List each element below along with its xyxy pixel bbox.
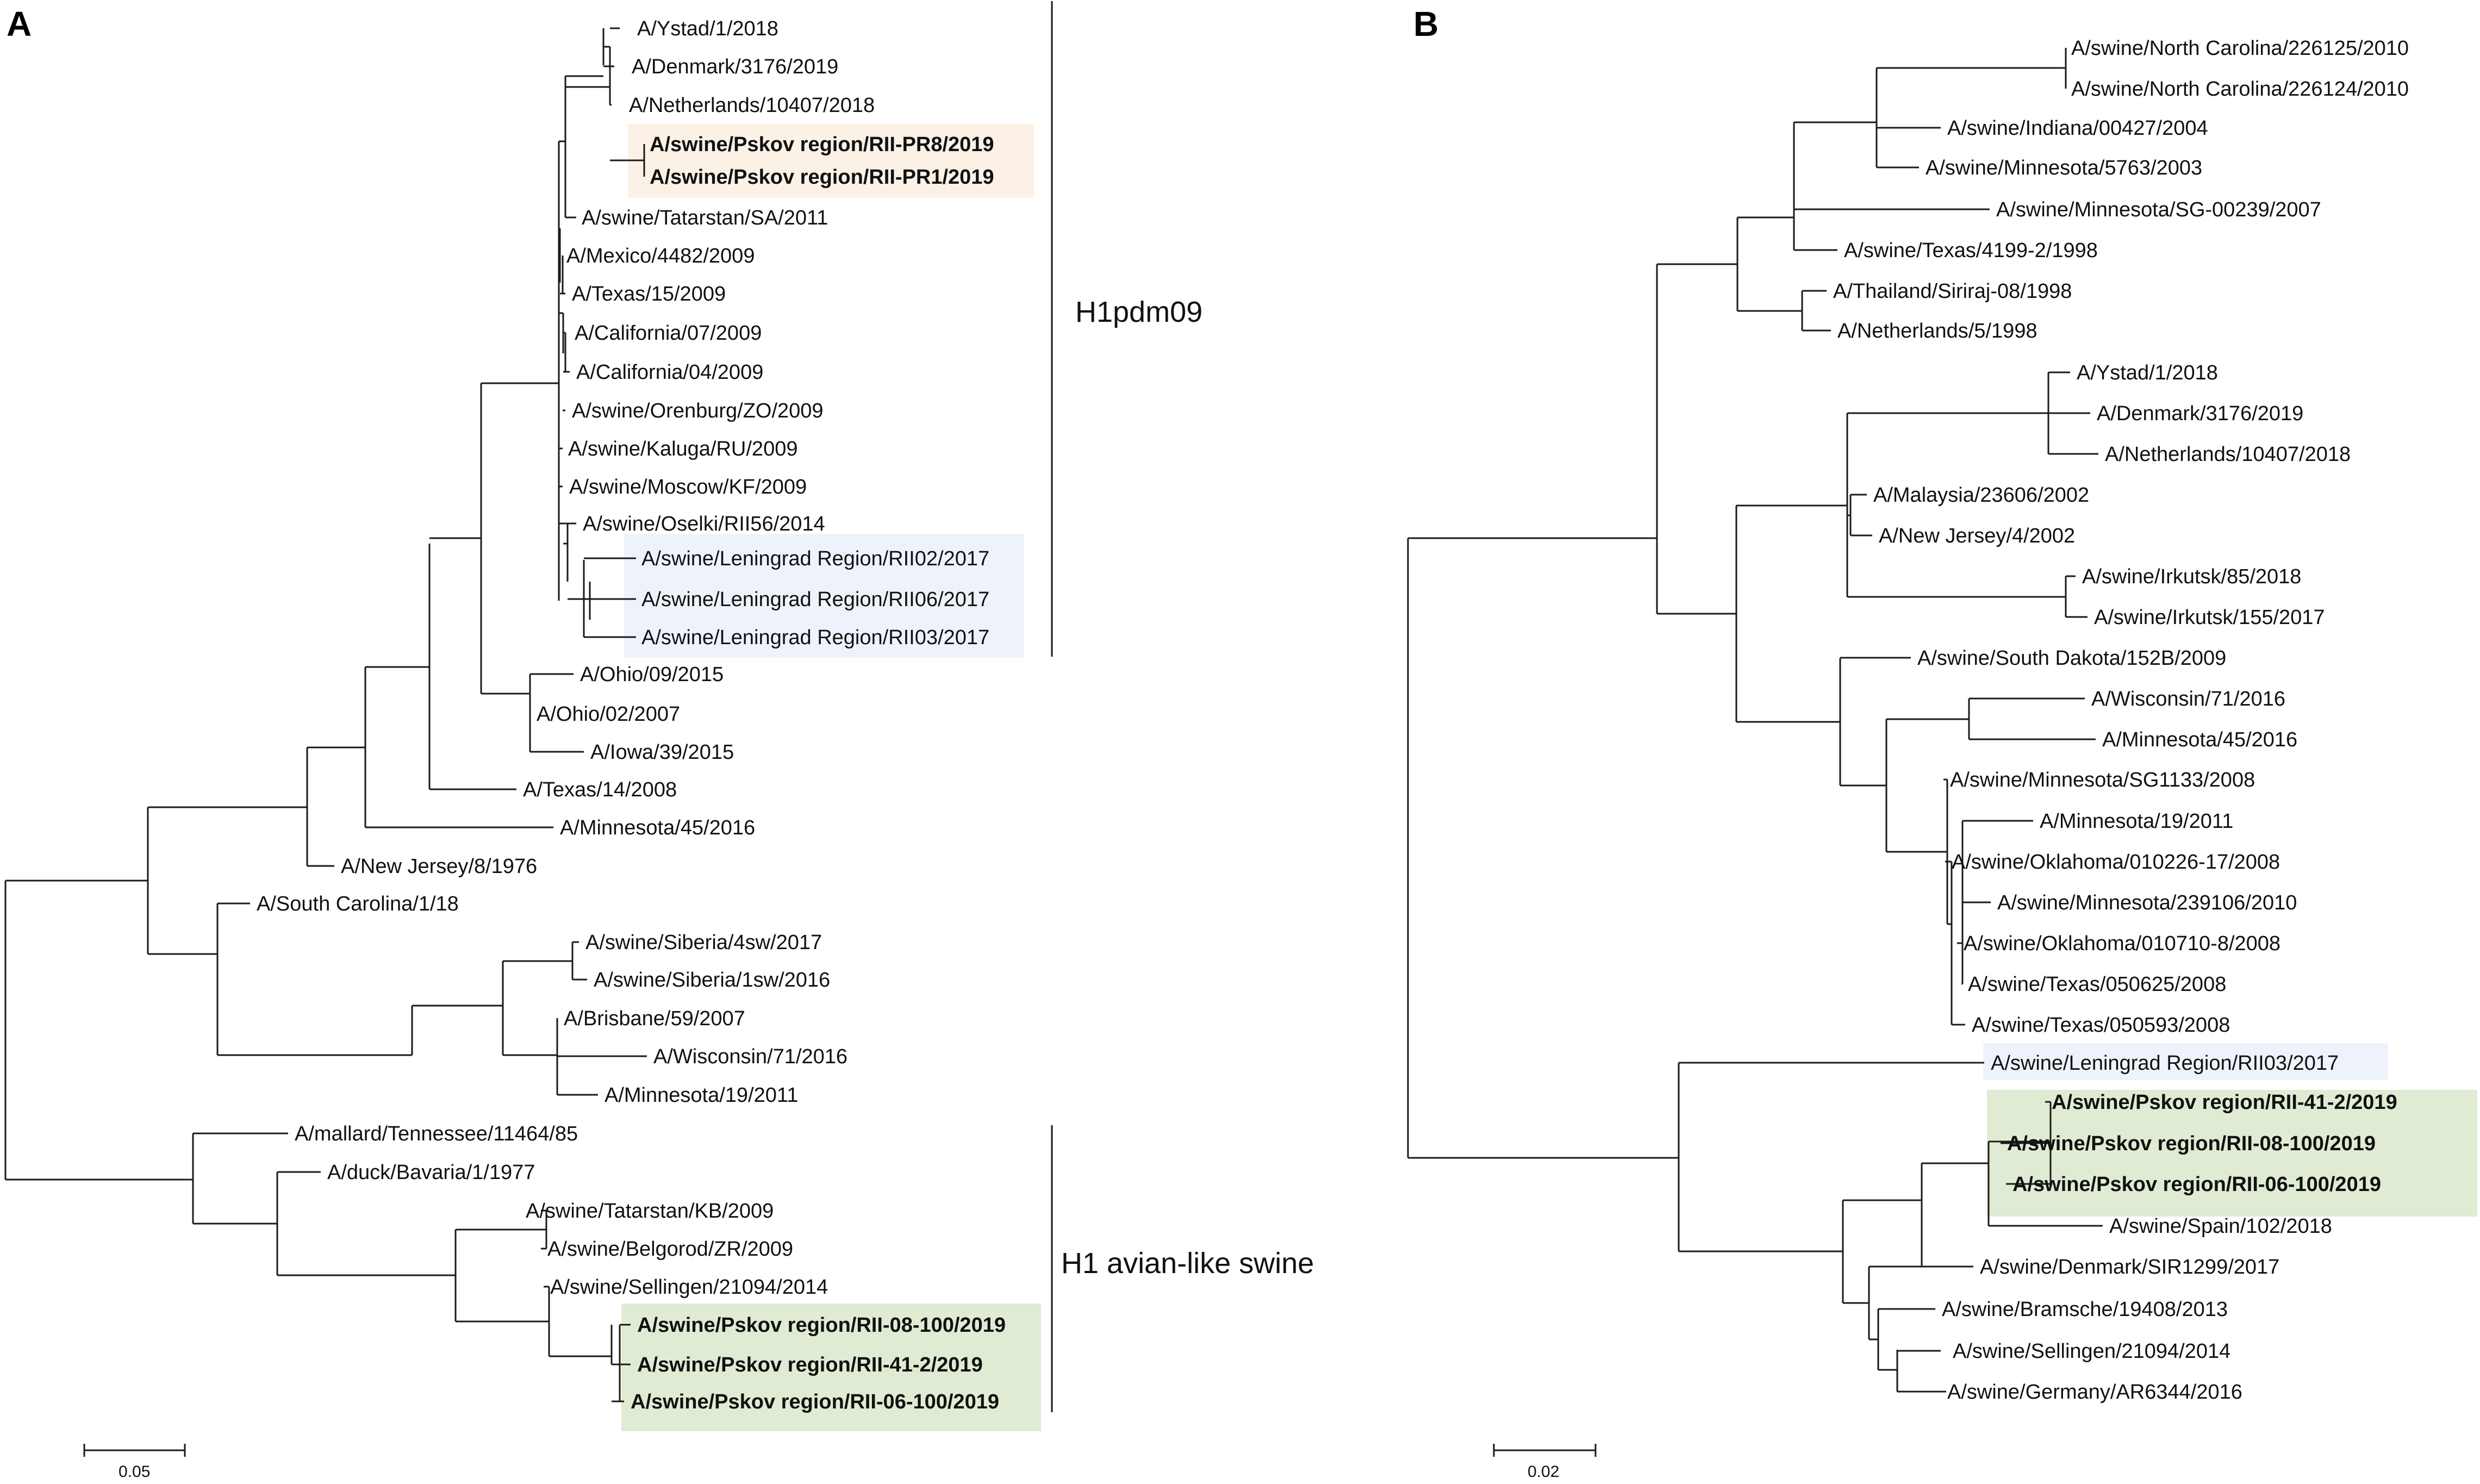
leaf-label-0-1: A/Denmark/3176/2019 bbox=[632, 55, 838, 78]
leaf-label-1-16: A/Wisconsin/71/2016 bbox=[2091, 688, 2285, 710]
leaf-label-0-22: A/New Jersey/8/1976 bbox=[341, 855, 537, 878]
leaf-label-0-11: A/swine/Kaluga/RU/2009 bbox=[568, 438, 797, 460]
leaf-label-1-29: A/swine/Spain/102/2018 bbox=[2109, 1215, 2332, 1238]
leaf-label-1-0: A/swine/North Carolina/226125/2010 bbox=[2071, 37, 2409, 60]
leaf-label-0-26: A/Brisbane/59/2007 bbox=[564, 1007, 745, 1030]
panel-letter-b: B bbox=[1413, 4, 1438, 43]
leaf-label-0-13: A/swine/Oselki/RII56/2014 bbox=[583, 513, 825, 535]
leaf-label-1-25: A/swine/Leningrad Region/RII03/2017 bbox=[1991, 1052, 2339, 1075]
leaf-label-0-29: A/mallard/Tennessee/11464/85 bbox=[295, 1123, 578, 1145]
leaf-label-0-14: A/swine/Leningrad Region/RII02/2017 bbox=[641, 547, 989, 570]
leaf-label-0-12: A/swine/Moscow/KF/2009 bbox=[569, 476, 807, 498]
clade-label-h1pdm09: H1pdm09 bbox=[1075, 296, 1202, 328]
leaf-label-0-4: A/swine/Pskov region/RII-PR1/2019 bbox=[650, 166, 994, 189]
tree-a-branches bbox=[4, 27, 647, 1402]
leaf-label-1-31: A/swine/Bramsche/19408/2013 bbox=[1942, 1298, 2228, 1321]
leaf-label-0-33: A/swine/Sellingen/21094/2014 bbox=[550, 1276, 828, 1299]
leaf-label-0-23: A/South Carolina/1/18 bbox=[257, 893, 459, 915]
leaf-label-0-7: A/Texas/15/2009 bbox=[572, 283, 726, 305]
leaf-label-0-3: A/swine/Pskov region/RII-PR8/2019 bbox=[650, 133, 994, 156]
leaf-label-1-7: A/Netherlands/5/1998 bbox=[1837, 320, 2037, 342]
leaf-label-1-10: A/Netherlands/10407/2018 bbox=[2105, 443, 2351, 466]
leaf-label-1-1: A/swine/North Carolina/226124/2010 bbox=[2071, 78, 2409, 101]
scale-label-a: 0.05 bbox=[119, 1463, 150, 1481]
leaf-label-0-21: A/Minnesota/45/2016 bbox=[560, 816, 755, 839]
tree-b-leaves: A/swine/North Carolina/226125/2010A/swin… bbox=[1833, 37, 2409, 1404]
leaf-label-1-26: A/swine/Pskov region/RII-41-2/2019 bbox=[2052, 1091, 2397, 1114]
leaf-label-1-13: A/swine/Irkutsk/85/2018 bbox=[2082, 565, 2301, 588]
panel-letter-a: A bbox=[7, 4, 32, 43]
leaf-label-0-31: A/swine/Tatarstan/KB/2009 bbox=[526, 1200, 774, 1223]
tree-a-leaves: A/Ystad/1/2018A/Denmark/3176/2019A/Nethe… bbox=[257, 17, 1006, 1413]
scale-bar-a: 0.05 bbox=[83, 1444, 186, 1481]
tree-b-branches bbox=[1407, 48, 2103, 1393]
leaf-label-0-19: A/Iowa/39/2015 bbox=[590, 741, 734, 764]
leaf-label-1-2: A/swine/Indiana/00427/2004 bbox=[1947, 117, 2208, 140]
leaf-label-0-28: A/Minnesota/19/2011 bbox=[605, 1084, 798, 1107]
highlight-box-a-blue bbox=[624, 534, 1024, 658]
leaf-label-0-32: A/swine/Belgorod/ZR/2009 bbox=[547, 1238, 793, 1261]
leaf-label-1-23: A/swine/Texas/050625/2008 bbox=[1968, 973, 2226, 996]
scale-label-b: 0.02 bbox=[1528, 1463, 1559, 1481]
leaf-label-1-9: A/Denmark/3176/2019 bbox=[2097, 402, 2303, 425]
scale-bar-b: 0.02 bbox=[1493, 1444, 1597, 1481]
leaf-label-1-20: A/swine/Oklahoma/010226-17/2008 bbox=[1952, 851, 2280, 874]
leaf-label-1-27: A/swine/Pskov region/RII-08-100/2019 bbox=[2007, 1132, 2376, 1155]
leaf-label-1-28: A/swine/Pskov region/RII-06-100/2019 bbox=[2012, 1173, 2381, 1196]
leaf-label-1-4: A/swine/Minnesota/SG-00239/2007 bbox=[1996, 198, 2321, 221]
leaf-label-1-19: A/Minnesota/19/2011 bbox=[2040, 810, 2233, 833]
leaf-label-0-10: A/swine/Orenburg/ZO/2009 bbox=[572, 400, 824, 422]
leaf-label-1-15: A/swine/South Dakota/152B/2009 bbox=[1917, 647, 2226, 670]
leaf-label-0-18: A/Ohio/02/2007 bbox=[537, 703, 680, 726]
leaf-label-0-2: A/Netherlands/10407/2018 bbox=[629, 94, 875, 117]
leaf-label-1-21: A/swine/Minnesota/239106/2010 bbox=[1997, 891, 2297, 914]
leaf-label-0-9: A/California/04/2009 bbox=[576, 361, 763, 384]
leaf-label-1-33: A/swine/Germany/AR6344/2016 bbox=[1947, 1381, 2242, 1404]
highlight-box-a-tan bbox=[628, 124, 1034, 198]
leaf-label-0-15: A/swine/Leningrad Region/RII06/2017 bbox=[641, 588, 989, 611]
leaf-label-0-27: A/Wisconsin/71/2016 bbox=[653, 1045, 848, 1068]
leaf-label-0-17: A/Ohio/09/2015 bbox=[580, 663, 724, 686]
leaf-label-1-14: A/swine/Irkutsk/155/2017 bbox=[2094, 606, 2325, 629]
leaf-label-1-17: A/Minnesota/45/2016 bbox=[2102, 728, 2297, 751]
leaf-label-1-18: A/swine/Minnesota/SG1133/2008 bbox=[1950, 769, 2255, 791]
clade-label-h1-avian-like: H1 avian-like swine bbox=[1061, 1247, 1314, 1280]
leaf-label-1-3: A/swine/Minnesota/5763/2003 bbox=[1926, 157, 2202, 179]
leaf-label-0-34: A/swine/Pskov region/RII-08-100/2019 bbox=[637, 1314, 1006, 1337]
leaf-label-0-24: A/swine/Siberia/4sw/2017 bbox=[585, 931, 822, 954]
leaf-label-1-30: A/swine/Denmark/SIR1299/2017 bbox=[1980, 1256, 2279, 1279]
highlight-box-a-green bbox=[621, 1304, 1041, 1431]
leaf-label-0-20: A/Texas/14/2008 bbox=[523, 778, 677, 801]
leaf-label-0-8: A/California/07/2009 bbox=[575, 322, 762, 345]
leaf-label-1-11: A/Malaysia/23606/2002 bbox=[1873, 484, 2089, 507]
leaf-label-0-5: A/swine/Tatarstan/SA/2011 bbox=[582, 207, 828, 229]
leaf-label-0-30: A/duck/Bavaria/1/1977 bbox=[327, 1161, 535, 1184]
leaf-label-0-6: A/Mexico/4482/2009 bbox=[566, 245, 755, 267]
leaf-label-0-16: A/swine/Leningrad Region/RII03/2017 bbox=[641, 626, 989, 649]
leaf-label-0-36: A/swine/Pskov region/RII-06-100/2019 bbox=[631, 1391, 999, 1413]
leaf-label-1-22: A/swine/Oklahoma/010710-8/2008 bbox=[1964, 932, 2280, 955]
leaf-label-0-25: A/swine/Siberia/1sw/2016 bbox=[594, 969, 830, 992]
leaf-label-0-0: A/Ystad/1/2018 bbox=[637, 17, 778, 40]
leaf-label-1-8: A/Ystad/1/2018 bbox=[2077, 361, 2218, 384]
leaf-label-1-12: A/New Jersey/4/2002 bbox=[1879, 525, 2075, 547]
leaf-label-1-32: A/swine/Sellingen/21094/2014 bbox=[1953, 1340, 2230, 1363]
highlight-box-b-green bbox=[1987, 1090, 2477, 1217]
leaf-label-0-35: A/swine/Pskov region/RII-41-2/2019 bbox=[637, 1354, 983, 1376]
highlight-box-b-blue bbox=[1983, 1043, 2388, 1080]
leaf-label-1-5: A/swine/Texas/4199-2/1998 bbox=[1844, 239, 2098, 262]
leaf-label-1-24: A/swine/Texas/050593/2008 bbox=[1972, 1014, 2230, 1037]
leaf-label-1-6: A/Thailand/Siriraj-08/1998 bbox=[1833, 280, 2072, 303]
